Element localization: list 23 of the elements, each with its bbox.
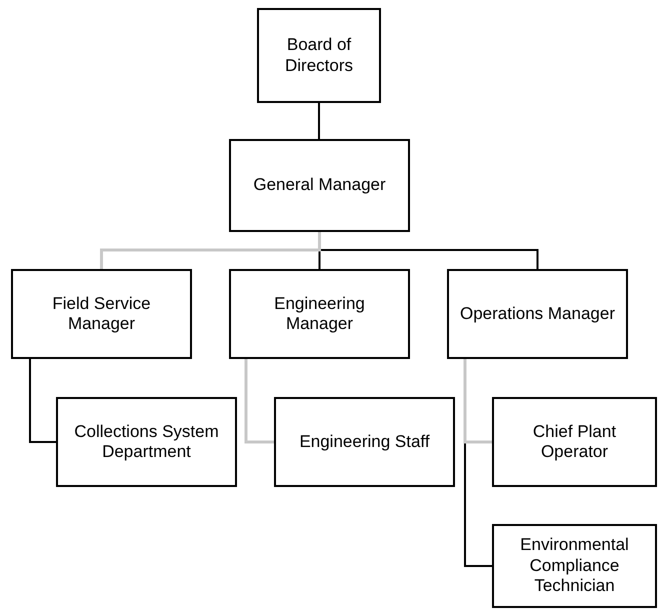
connector-line: [464, 359, 492, 444]
connector-line: [318, 103, 320, 139]
position-title: Engineering Manager: [273, 294, 366, 334]
org-box: [229, 139, 410, 232]
org-box: [492, 524, 657, 608]
position-title: Engineering Staff: [299, 432, 430, 452]
position-title: Chief Plant Operator: [532, 422, 618, 462]
org-box: [56, 397, 237, 487]
connector-line: [100, 232, 321, 269]
position-title: Board of Directors: [284, 35, 354, 76]
org-box: [11, 269, 192, 359]
org-box: [257, 8, 381, 103]
org-box: [447, 269, 628, 359]
org-box: [274, 397, 455, 487]
connector-line: [244, 359, 274, 444]
connector-line: [29, 359, 56, 443]
org-box: [229, 269, 410, 359]
position-title: General Manager: [253, 175, 386, 196]
org-box: [492, 397, 657, 487]
position-title: Operations Manager: [460, 304, 615, 324]
position-title: Collections System Department: [73, 422, 220, 462]
position-title: Field Service Manager: [51, 294, 152, 334]
position-title: Environmental Compliance Technician: [519, 535, 630, 597]
